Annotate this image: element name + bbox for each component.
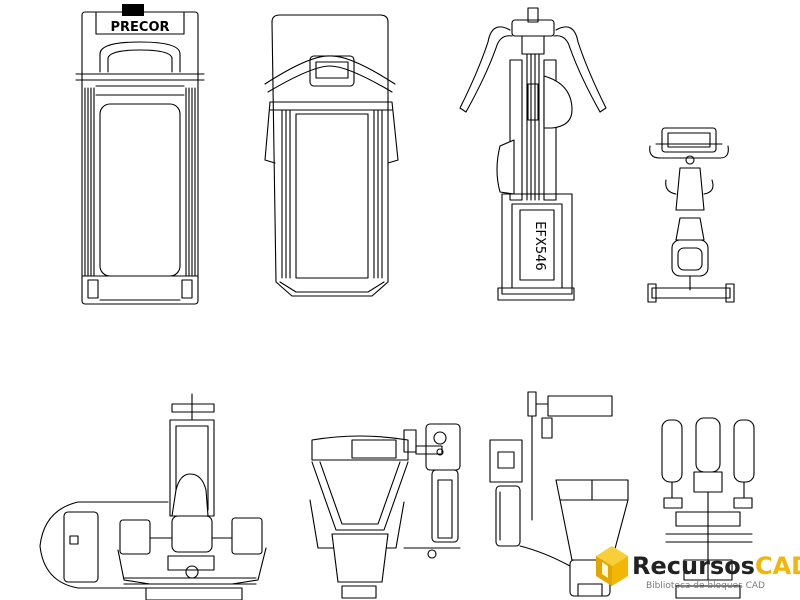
recursoscad-logo-icon bbox=[596, 546, 628, 586]
elliptical-efx546-top-view: EFX546 bbox=[459, 7, 607, 301]
strength-machine-top-view-1 bbox=[39, 393, 267, 600]
treadmill-precor-top-view: PRECOR bbox=[75, 4, 205, 305]
strength-machine-top-view-3 bbox=[489, 391, 629, 597]
strength-machine-top-view-4 bbox=[661, 417, 755, 599]
watermark-subtitle: Biblioteca de bloques CAD bbox=[646, 581, 765, 591]
svg-text:RecursosCAD: RecursosCAD bbox=[632, 552, 800, 580]
recursoscad-watermark: RecursosCAD Biblioteca de bloques CAD bbox=[596, 546, 800, 591]
upright-bike-top-view bbox=[647, 127, 735, 303]
elliptical-model-label: EFX546 bbox=[532, 221, 547, 270]
watermark-name-part1: Recursos bbox=[632, 552, 755, 580]
treadmill-top-view bbox=[264, 14, 399, 297]
strength-machine-top-view-2 bbox=[309, 423, 461, 599]
watermark-name-part2: CAD bbox=[755, 552, 800, 580]
treadmill-brand-label: PRECOR bbox=[110, 20, 169, 35]
